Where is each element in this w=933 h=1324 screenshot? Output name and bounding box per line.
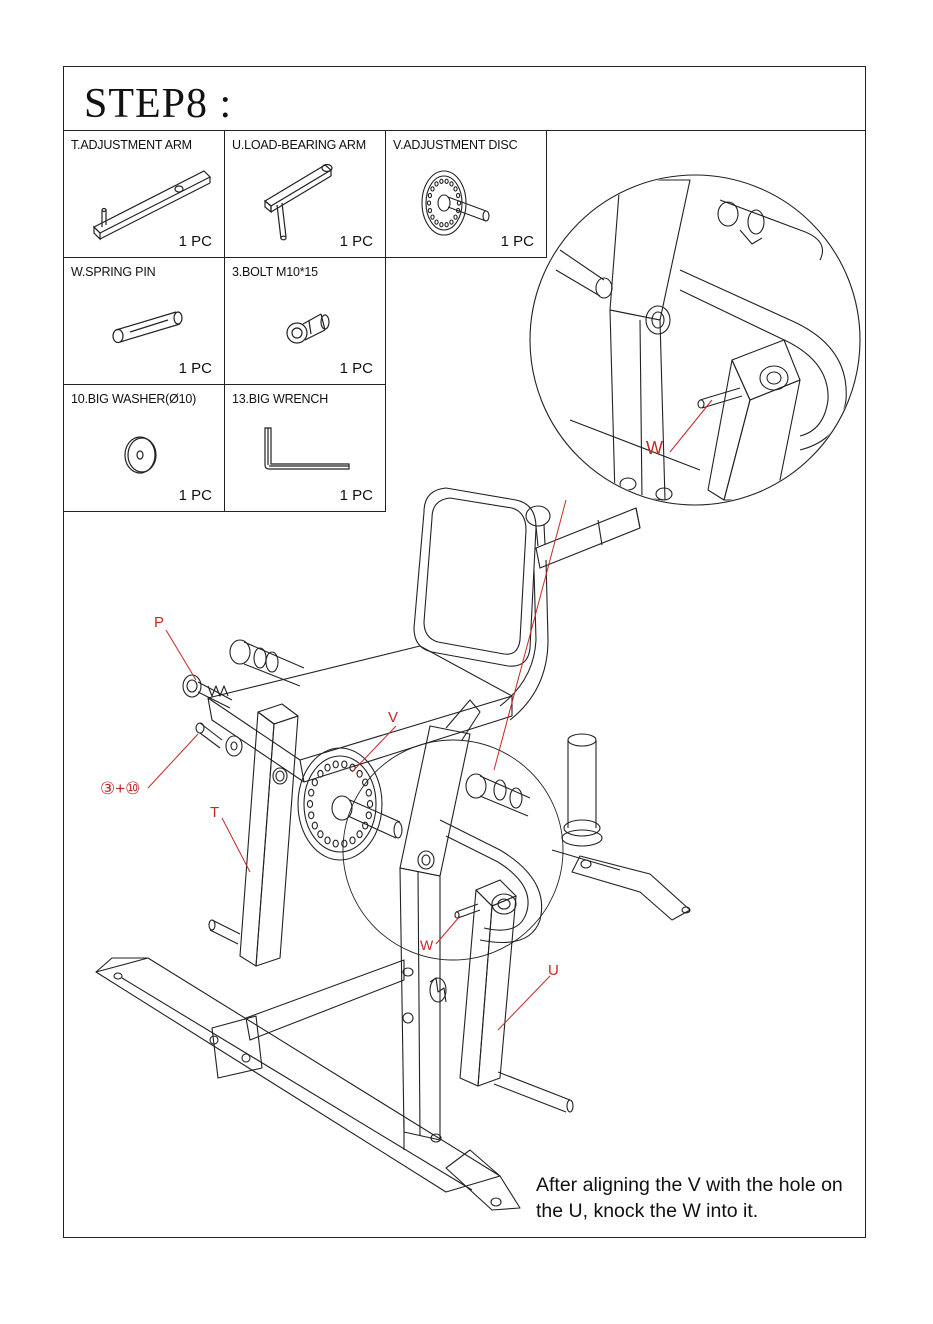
- disc-hole: [325, 837, 330, 844]
- disc-hole: [342, 761, 347, 768]
- callout-v: V: [388, 709, 398, 726]
- assembly-drawing: [63, 131, 866, 1237]
- disc-hole: [350, 837, 355, 844]
- disc-hole: [312, 779, 317, 786]
- disc-hole: [309, 789, 314, 796]
- callout-t: T: [210, 804, 219, 821]
- callout-bolt-washer: ③+⑩: [100, 779, 140, 799]
- disc-hole: [357, 770, 362, 777]
- step-title: STEP8 :: [84, 80, 232, 128]
- disc-hole: [333, 761, 338, 768]
- disc-hole: [307, 801, 312, 808]
- disc-hole: [333, 840, 338, 847]
- callout-u: U: [548, 962, 559, 979]
- disc-hole: [366, 812, 371, 819]
- disc-hole: [318, 770, 323, 777]
- callout-w-main: W: [420, 937, 433, 953]
- callout-w-zoom: W: [646, 438, 663, 459]
- disc-hole: [357, 831, 362, 838]
- disc-hole: [367, 801, 372, 808]
- disc-hole: [309, 812, 314, 819]
- disc-hole: [325, 764, 330, 771]
- disc-hole: [363, 779, 368, 786]
- disc-hole: [366, 789, 371, 796]
- instruction-text: After aligning the V with the hole on th…: [536, 1172, 856, 1224]
- disc-hole: [312, 822, 317, 829]
- disc-hole: [363, 822, 368, 829]
- disc-hole: [318, 831, 323, 838]
- callout-p: P: [154, 614, 164, 631]
- disc-hole: [342, 840, 347, 847]
